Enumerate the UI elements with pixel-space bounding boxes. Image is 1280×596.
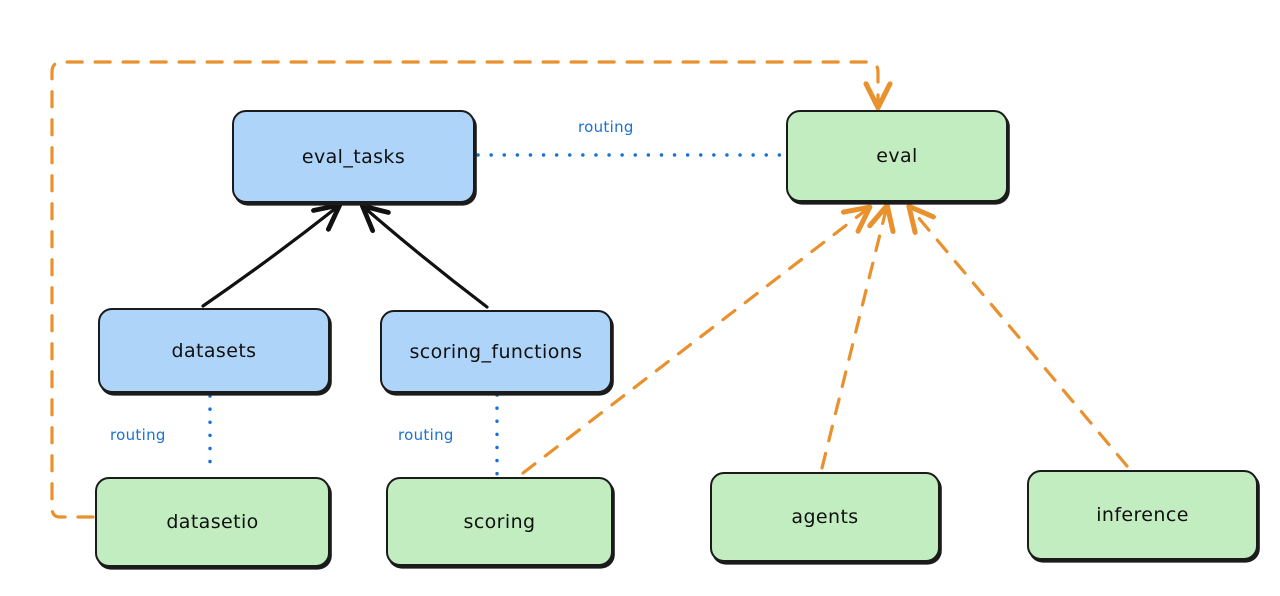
node-datasetio[interactable]: datasetio xyxy=(95,477,330,567)
edge-scoring-eval xyxy=(521,210,866,475)
edge-label-routing-eval: routing xyxy=(578,118,634,136)
node-scoring_functions[interactable]: scoring_functions xyxy=(380,310,612,393)
node-label-agents: agents xyxy=(791,506,859,528)
node-label-datasets: datasets xyxy=(171,339,257,362)
node-scoring[interactable]: scoring xyxy=(386,477,613,566)
node-eval[interactable]: eval xyxy=(786,110,1008,202)
node-label-eval_tasks: eval_tasks xyxy=(301,145,406,168)
node-label-eval: eval xyxy=(876,145,918,167)
node-label-scoring: scoring xyxy=(463,510,536,533)
node-label-inference: inference xyxy=(1096,504,1189,526)
node-label-datasetio: datasetio xyxy=(166,511,259,533)
node-datasets[interactable]: datasets xyxy=(98,308,330,393)
edge-scoring_functions-eval_tasks xyxy=(359,203,489,309)
edge-datasets-eval_tasks xyxy=(201,202,343,308)
node-eval_tasks[interactable]: eval_tasks xyxy=(232,110,475,203)
edge-datasetio-eval xyxy=(50,60,878,519)
edge-label-routing-scoring: routing xyxy=(398,426,454,444)
node-label-scoring_functions: scoring_functions xyxy=(409,340,583,363)
edge-label-routing-datasets: routing xyxy=(110,426,166,444)
edge-agents-eval xyxy=(820,210,886,470)
node-inference[interactable]: inference xyxy=(1027,470,1258,560)
edge-inference-eval xyxy=(912,210,1129,468)
node-agents[interactable]: agents xyxy=(710,472,940,562)
